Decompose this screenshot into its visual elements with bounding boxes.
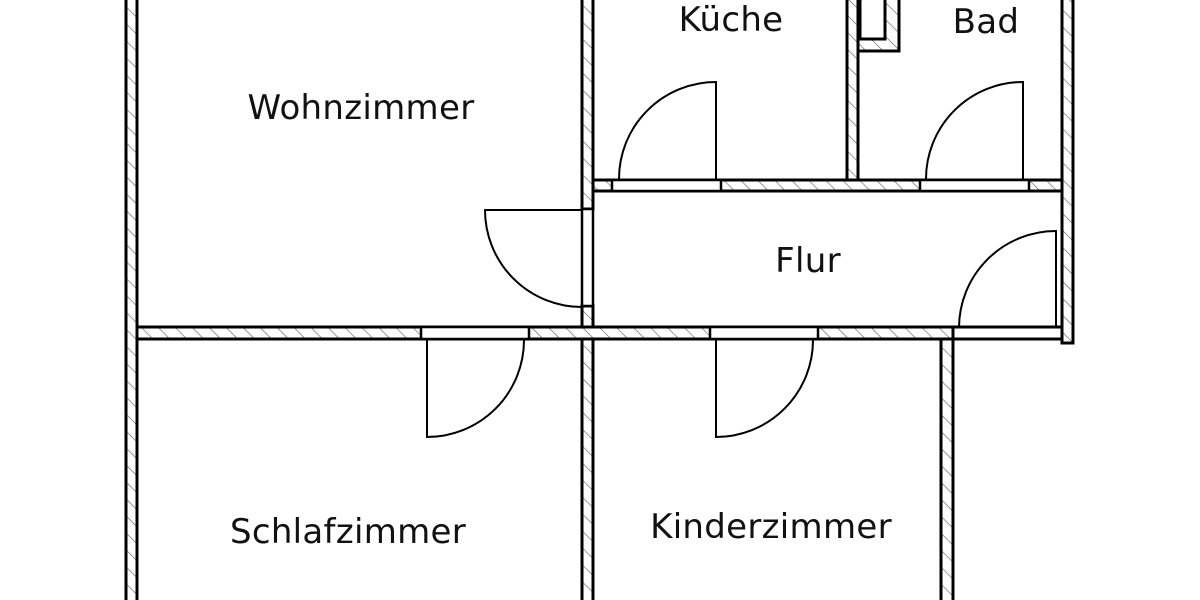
- room-label-wohnzimmer: Wohnzimmer: [247, 88, 475, 128]
- wall-above-flur: [591, 178, 1064, 193]
- door-wohnzimmer-icon: [483, 209, 583, 308]
- wall-outer-left: [124, 0, 139, 600]
- door-kinderzimmer-icon: [715, 339, 814, 439]
- opening-bad: [918, 178, 1031, 193]
- room-label-kueche: Küche: [678, 0, 784, 40]
- wall-middle-horizontal: [135, 325, 955, 341]
- opening-kueche: [610, 178, 723, 193]
- opening-wohnzimmer: [580, 207, 595, 308]
- doors: [426, 80, 1057, 439]
- room-label-bad: Bad: [952, 2, 1020, 42]
- door-schlafzimmer-icon: [426, 339, 525, 439]
- opening-kinderzimmer: [708, 325, 820, 341]
- wall-flur-bottom-right: [951, 325, 1064, 341]
- wall-outer-right: [1060, 0, 1075, 345]
- wall-kinderzimmer-right: [939, 337, 955, 600]
- door-openings: [419, 178, 1031, 341]
- door-bad-icon: [925, 80, 1024, 180]
- wall-center-lower: [580, 304, 595, 600]
- room-label-kinderzimmer: Kinderzimmer: [650, 507, 892, 547]
- opening-schlafzimmer: [419, 325, 531, 341]
- wall-center-upper: [580, 0, 595, 211]
- door-entrance-icon: [958, 229, 1057, 329]
- room-label-schlafzimmer: Schlafzimmer: [229, 512, 467, 552]
- wall-kueche-bad: [845, 0, 860, 183]
- door-kueche-icon: [618, 80, 717, 180]
- room-label-flur: Flur: [775, 241, 841, 281]
- chimney-flue: [858, 0, 887, 41]
- walls: [124, 0, 1075, 600]
